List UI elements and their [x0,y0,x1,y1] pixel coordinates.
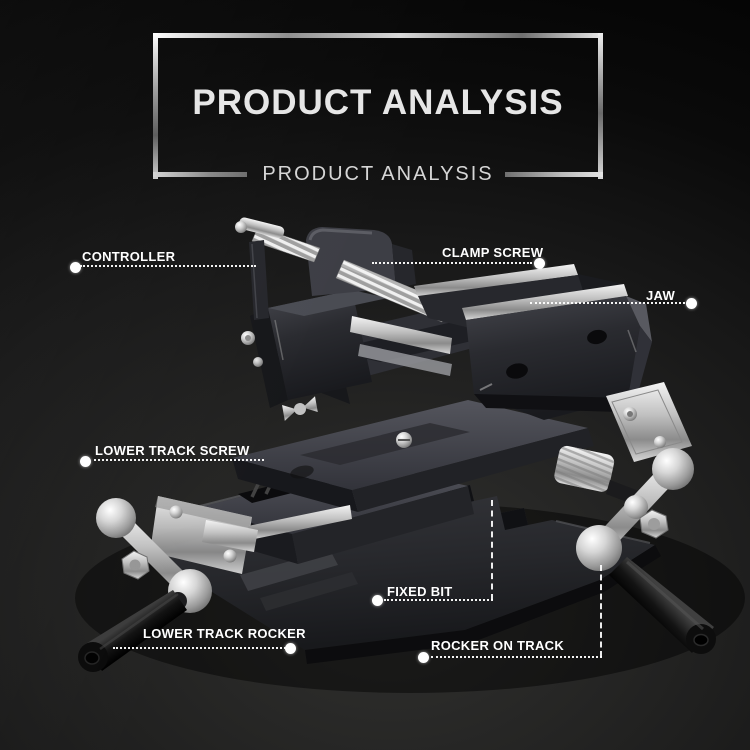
callout-clamp-screw-dot [534,258,545,269]
callout-fixed-bit-line [384,599,493,601]
callout-lower-track-screw-label: LOWER TRACK SCREW [95,443,250,458]
right-rocker-handle [576,448,716,654]
callout-controller-dot [70,262,81,273]
callout-rocker-on-track-line [431,656,602,658]
callout-lower-track-rocker-dot [285,643,296,654]
callout-controller-label: CONTROLLER [82,249,176,264]
callout-fixed-bit-label: FIXED BIT [387,584,453,599]
callout-lower-track-screw-dot [80,456,91,467]
controller-part [235,217,321,320]
callout-rocker-on-track-pointer-line [600,565,602,657]
frame-edge-left [153,33,158,179]
page-subtitle: PRODUCT ANALYSIS [262,163,494,185]
subtitle-divider-left [153,172,247,177]
wing-nut [282,396,318,421]
vise-middle-platform [232,396,594,512]
callout-lower-track-rocker-label: LOWER TRACK ROCKER [143,626,306,641]
callout-fixed-bit-pointer-line [491,500,493,600]
callout-jaw-dot [686,298,697,309]
callout-rocker-on-track-dot [418,652,429,663]
callout-lower-track-rocker-line [113,647,286,649]
callout-controller-line [80,265,256,267]
callout-jaw-label: JAW [646,288,676,303]
frame-edge-top [153,33,603,38]
frame-edge-right [598,33,603,179]
callout-rocker-on-track-label: ROCKER ON TRACK [431,638,565,653]
callout-clamp-screw-label: CLAMP SCREW [442,245,544,260]
callout-lower-track-screw-line [94,459,264,461]
page-title: PRODUCT ANALYSIS [192,83,564,122]
callout-fixed-bit-dot [372,595,383,606]
left-bracket [150,496,352,574]
subtitle-divider-right [505,172,603,177]
callout-clamp-screw-line [372,262,532,264]
left-rocker-handle [78,498,212,672]
callout-jaw-line [530,302,685,304]
